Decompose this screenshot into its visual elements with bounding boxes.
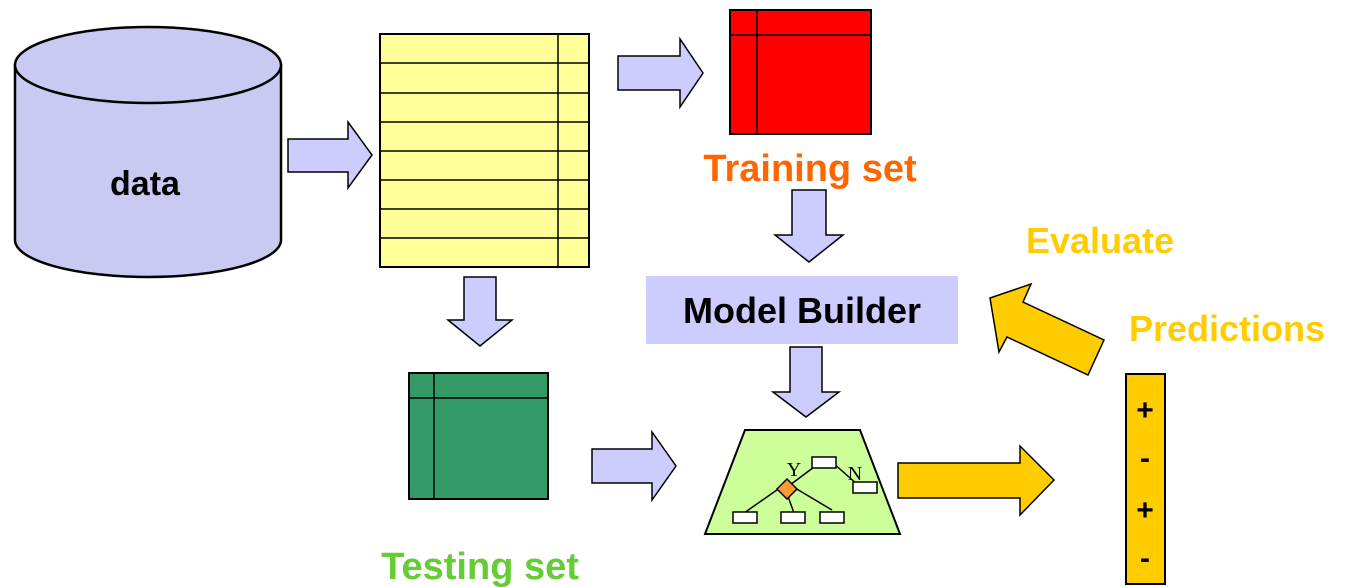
predictions-label: Predictions bbox=[1129, 308, 1325, 349]
arrow-to-training bbox=[617, 36, 704, 110]
data-label: data bbox=[110, 165, 181, 203]
training-set-label: Training set bbox=[703, 148, 917, 190]
prediction-value-4: - bbox=[1140, 542, 1150, 575]
prediction-value-3: + bbox=[1136, 494, 1154, 527]
arrow-to-table bbox=[287, 119, 373, 191]
decision-tree-model bbox=[703, 429, 902, 535]
arrow-testing-to-model bbox=[591, 429, 677, 503]
prediction-value-1: + bbox=[1136, 394, 1154, 427]
tree-yes-label: Y bbox=[787, 459, 801, 481]
tree-no-label: N bbox=[848, 463, 862, 485]
evaluate-arrow bbox=[989, 282, 1105, 377]
data-table bbox=[379, 33, 590, 268]
data-cylinder bbox=[13, 25, 283, 279]
predictions-column: + - + - bbox=[1125, 373, 1166, 585]
evaluate-label: Evaluate bbox=[1026, 220, 1174, 261]
testing-table bbox=[408, 372, 549, 500]
prediction-value-2: - bbox=[1140, 442, 1150, 475]
arrow-to-model-builder bbox=[772, 189, 846, 263]
arrow-to-predictions bbox=[897, 444, 1056, 517]
model-builder-label: Model Builder bbox=[683, 290, 921, 331]
arrow-to-model bbox=[770, 346, 842, 418]
model-builder-box bbox=[646, 276, 958, 344]
training-table bbox=[729, 9, 872, 135]
arrow-to-testing bbox=[445, 276, 515, 347]
decision-node bbox=[775, 477, 799, 501]
testing-set-label: Testing set bbox=[381, 546, 579, 587]
